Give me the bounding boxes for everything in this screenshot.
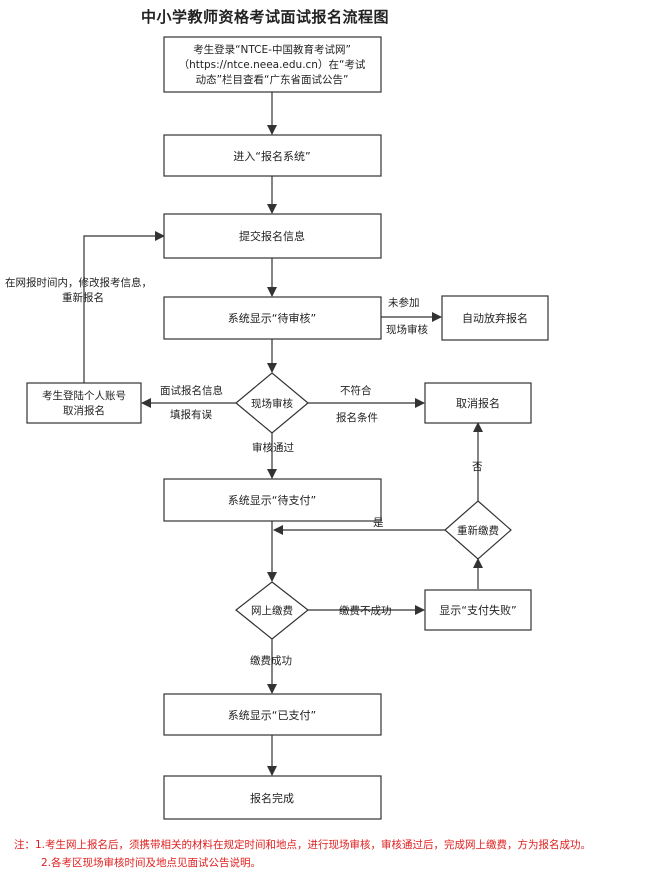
node-complete-label: 报名完成 — [250, 791, 294, 805]
node-login-cancel: 考生登陆个人账号 取消报名 — [26, 382, 142, 424]
node-auto-abandon: 自动放弃报名 — [441, 295, 549, 341]
node-complete: 报名完成 — [163, 775, 382, 820]
label-modify-line2: 重新报名 — [62, 291, 104, 304]
node-login: 考生登录“NTCE-中国教育考试网” （https://ntce.neea.ed… — [163, 36, 382, 93]
node-cancel-registration: 取消报名 — [424, 382, 532, 424]
label-no: 否 — [472, 461, 483, 473]
node-login-line1: 考生登录“NTCE-中国教育考试网” — [193, 43, 351, 56]
node-submit-info: 提交报名信息 — [163, 213, 382, 259]
label-payment-unsuccessful: 缴费不成功 — [339, 604, 392, 617]
label-not-attend-line2: 现场审核 — [386, 323, 428, 336]
label-modify-line1: 在网报时间内，修改报考信息， — [5, 276, 152, 289]
node-pending-review-label: 系统显示“待审核” — [228, 311, 316, 325]
label-review-passed: 审核通过 — [252, 441, 294, 454]
node-repay-label: 重新缴费 — [457, 524, 499, 537]
connectors — [83, 92, 483, 776]
label-not-attend-line1: 未参加 — [388, 296, 420, 309]
node-paid: 系统显示“已支付” — [163, 693, 382, 736]
label-yes: 是 — [373, 517, 384, 529]
label-not-qualified-line1: 不符合 — [340, 384, 372, 397]
footnote-line2: 2.各考区现场审核时间及地点见面试公告说明。 — [41, 857, 262, 869]
edge-labels: 在网报时间内，修改报考信息， 重新报名 未参加 现场审核 面试报名信息 填报有误… — [5, 276, 483, 667]
node-payment-failed-label: 显示“支付失败” — [439, 603, 516, 617]
node-repay: 重新缴费 — [444, 500, 512, 560]
node-auto-abandon-label: 自动放弃报名 — [462, 311, 528, 325]
page-title: 中小学教师资格考试面试报名流程图 — [140, 8, 389, 26]
node-login-line2: （https://ntce.neea.edu.cn）在“考试 — [179, 59, 366, 71]
node-login-cancel-line2: 取消报名 — [63, 404, 105, 417]
node-pending-payment-label: 系统显示“待支付” — [228, 493, 316, 507]
footnote: 注：1.考生网上报名后，须携带相关的材料在规定时间和地点，进行现场审核，审核通过… — [14, 836, 591, 872]
node-paid-label: 系统显示“已支付” — [228, 709, 316, 722]
label-info-error-line2: 填报有误 — [170, 408, 212, 421]
footnote-line1: 注：1.考生网上报名后，须携带相关的材料在规定时间和地点，进行现场审核，审核通过… — [14, 839, 592, 851]
node-login-line3: 动态”栏目查看“广东省面试公告” — [196, 73, 349, 86]
node-login-cancel-line1: 考生登陆个人账号 — [42, 389, 126, 402]
label-info-error-line1: 面试报名信息 — [160, 384, 223, 397]
label-not-qualified-line2: 报名条件 — [336, 411, 378, 424]
node-online-payment-label: 网上缴费 — [251, 604, 293, 617]
label-payment-success: 缴费成功 — [250, 654, 292, 667]
node-pending-payment: 系统显示“待支付” — [163, 478, 382, 522]
node-pending-review: 系统显示“待审核” — [163, 296, 382, 340]
node-payment-failed: 显示“支付失败” — [424, 589, 532, 631]
node-enter-system-label: 进入“报名系统” — [233, 149, 310, 163]
node-enter-system: 进入“报名系统” — [163, 134, 382, 177]
node-cancel-registration-label: 取消报名 — [456, 396, 500, 410]
node-online-payment: 网上缴费 — [235, 581, 309, 640]
node-onsite-review-label: 现场审核 — [251, 397, 293, 410]
node-onsite-review: 现场审核 — [235, 372, 309, 434]
node-submit-info-label: 提交报名信息 — [239, 229, 305, 243]
edge-loop-to-submit — [83, 231, 165, 383]
